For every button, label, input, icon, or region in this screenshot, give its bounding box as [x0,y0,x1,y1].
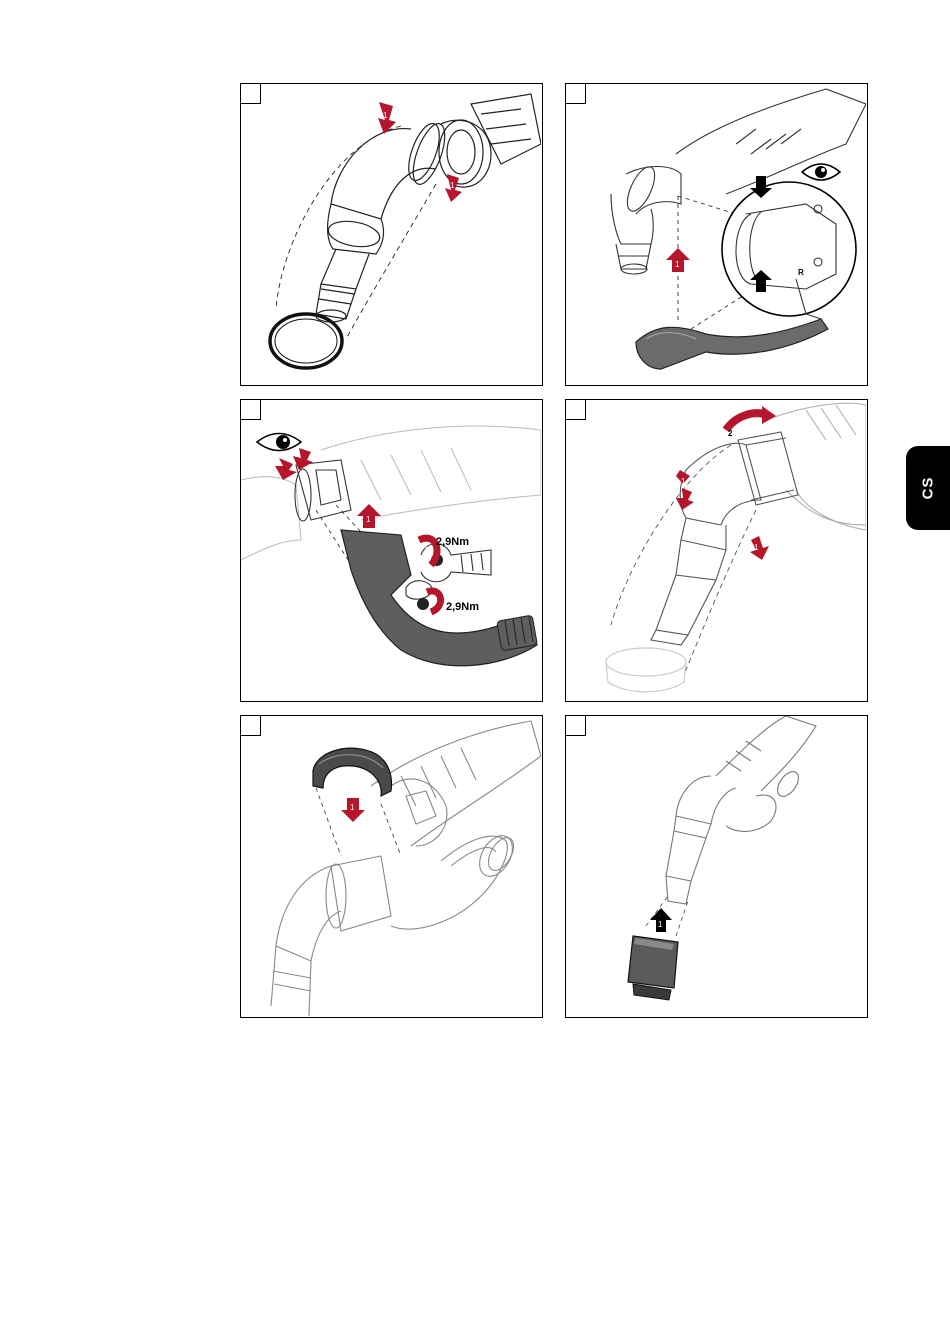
svg-text:1: 1 [350,803,355,812]
clip-ring-piece [313,748,391,796]
svg-text:1: 1 [450,181,455,190]
screw [417,598,429,610]
instruction-panel-4: 2 1 1 [565,399,868,702]
step-checkbox [241,400,261,420]
step-checkbox [566,716,586,736]
handle-shell-piece [636,319,828,369]
svg-text:1: 1 [658,920,663,929]
svg-text:2: 2 [728,429,733,438]
cover-piece [628,936,678,1000]
red-arrow-icon: 1 [676,470,694,510]
svg-text:1: 1 [383,111,388,120]
language-tab: CS [906,446,950,530]
language-code: CS [920,477,937,500]
torque-label: 2,9Nm [436,536,469,548]
view-letter: R [798,268,804,277]
instruction-panel-2: R 1 [565,83,868,386]
instruction-panel-5: 1 [240,715,543,1018]
svg-text:1: 1 [366,515,371,524]
instruction-panel-6: 1 [565,715,868,1018]
red-arrow-icon: 1 [341,798,365,822]
step-checkbox [241,716,261,736]
instruction-panel-3: 2 3 1 2,9Nm 2,9Nm [240,399,543,702]
svg-text:3: 3 [433,596,438,605]
rotate-arrow-icon: 2 [419,538,437,565]
svg-text:1: 1 [675,260,680,269]
red-arrow-icon: 1 [666,248,690,272]
rotate-arrow-icon: 3 [427,591,441,612]
cover-install-illustration: 1 [566,716,866,1016]
union-nut-illustration: 2 1 1 [566,400,866,700]
handle-screw-tightening-illustration: 2 3 1 2,9Nm 2,9Nm [241,400,541,700]
step-checkbox [566,400,586,420]
rotate-arrow-icon: 2 [726,406,776,438]
red-arrow-icon [275,458,297,480]
instruction-panel-1: 1 1 [240,83,543,386]
svg-text:1: 1 [754,543,759,552]
red-arrow-icon: 1 [750,536,769,560]
red-arrow-icon: 1 [357,504,381,528]
clip-ring-illustration: 1 [241,716,541,1016]
black-arrow-icon: 1 [650,908,672,932]
eye-icon [802,164,840,180]
svg-text:1: 1 [681,477,686,486]
step-checkbox [566,84,586,104]
eye-icon [257,434,301,451]
torch-handle-shell-illustration: R 1 [566,84,866,384]
step-checkbox [241,84,261,104]
torch-neck-o-ring-illustration: 1 1 [241,84,541,384]
torque-label: 2,9Nm [446,601,479,613]
svg-text:2: 2 [425,546,430,555]
o-ring [270,314,342,368]
